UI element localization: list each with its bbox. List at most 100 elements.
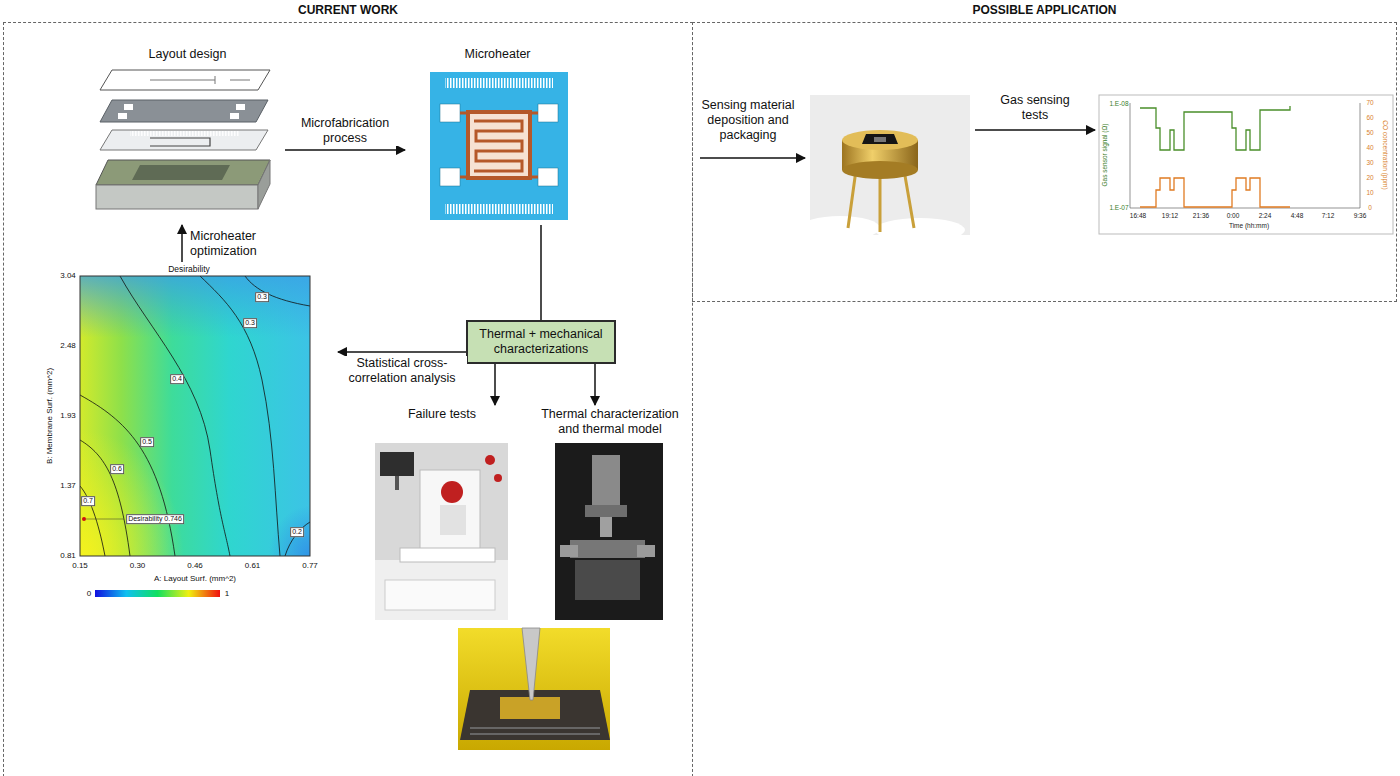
panel-heading: POSSIBLE APPLICATION (693, 3, 1396, 17)
arrow-label: Microheater optimization (190, 229, 280, 259)
contour-plot-part (86, 519, 124, 520)
thermal-setup-photo-part (592, 455, 620, 510)
application-panel: POSSIBLE APPLICATION (692, 22, 1397, 302)
process-arrow-part (975, 129, 1095, 131)
axis-tick: 0 (1368, 204, 1372, 211)
node-label: Thermal characterization and thermal mod… (530, 407, 690, 437)
layout-exploded-view-part (96, 185, 258, 209)
contour-plot-panel: Desirability (40, 262, 338, 605)
packaged-sensor-photo-part (874, 137, 886, 142)
microheater-chip-part (474, 121, 522, 171)
arrow-label: Microfabrication process (288, 116, 403, 146)
packaged-sensor-photo-part (842, 130, 918, 150)
thermal-setup-photo-part (600, 517, 612, 537)
probe-photo (458, 628, 610, 750)
axis-tick: 0.61 (245, 561, 261, 570)
probe-photo-part (470, 728, 600, 734)
probe-photo-part (458, 628, 610, 750)
axis-tick: 20 (1366, 174, 1373, 181)
axis-tick: 2:24 (1259, 212, 1272, 219)
axis-tick: 21:36 (1193, 212, 1209, 219)
gas-sensing-chart-part (1140, 106, 1290, 150)
microheater-chip-part (468, 112, 530, 178)
contour-plot-part (285, 522, 310, 556)
axis-tick: 16:48 (1130, 212, 1146, 219)
contour-plot-part (80, 276, 310, 556)
gas-sensing-chart (1099, 95, 1393, 234)
flow-arrow (285, 149, 405, 151)
axis-tick: 0.15 (72, 561, 88, 570)
layout-exploded-view (96, 70, 270, 209)
axis-title: B: Membrane Surf. (mm^2) (45, 368, 54, 464)
failure-test-photo-part (385, 580, 495, 610)
contour-plot (80, 276, 310, 597)
gas-sensing-chart-part (1130, 103, 1360, 208)
axis-title: A: Layout Surf. (mm^2) (154, 574, 236, 583)
microheater-chip-part (445, 204, 553, 214)
layout-exploded-view-part (132, 165, 230, 180)
packaged-sensor-photo-part (800, 216, 880, 240)
thermal-setup-photo (555, 443, 663, 620)
layout-exploded-view-part (258, 160, 270, 209)
contour-label: 0.6 (110, 464, 124, 474)
microheater-chip-part (538, 104, 558, 122)
node-label: Desirability (40, 264, 338, 274)
microheater-chip-part (460, 113, 538, 177)
layout-exploded-view-part (100, 130, 268, 150)
panel-heading: CURRENT WORK (4, 3, 692, 17)
layout-exploded-view-part (100, 100, 268, 122)
thermal-setup-photo-part (585, 505, 627, 517)
flow-arrow (594, 364, 596, 405)
axis-tick: 9:36 (1354, 212, 1367, 219)
contour-plot-part (82, 517, 86, 521)
axis-tick: 0:00 (1227, 212, 1240, 219)
contour-plot-part (80, 276, 310, 556)
axis-tick: 60 (1366, 114, 1373, 121)
microheater-chip (430, 72, 568, 220)
layout-exploded-view-part (236, 104, 245, 110)
failure-test-photo-part (380, 452, 414, 476)
packaged-sensor-photo (800, 95, 970, 242)
packaged-sensor-photo-part (848, 170, 914, 232)
packaged-sensor-photo-part (862, 134, 898, 144)
layout-exploded-view-part (124, 104, 133, 110)
image-panel: Failure tests (372, 405, 512, 622)
contour-plot-part (80, 276, 310, 556)
axis-tick: 0.46 (187, 561, 203, 570)
axis-tick: 50 (1366, 129, 1373, 136)
axis-tick: 1.E-08 (1109, 100, 1128, 107)
failure-test-photo (375, 443, 508, 620)
colorbar-label: 1 (225, 589, 229, 598)
thermal-setup-photo-part (560, 545, 578, 557)
packaged-sensor-photo-part (842, 161, 918, 179)
thermal-setup-photo-part (570, 540, 645, 558)
node-label: Failure tests (372, 407, 512, 422)
thermal-setup-photo-part (637, 545, 655, 557)
axis-tick: 2.48 (60, 341, 76, 350)
image-panel: Layout design (90, 45, 285, 225)
microheater-chip-part (440, 168, 460, 186)
process-box: Thermal + mechanical characterizations (466, 320, 616, 364)
process-arrow-part (700, 157, 805, 159)
arrow-label: Statistical cross-correlation analysis (337, 356, 467, 386)
packaged-sensor-photo-part (810, 95, 970, 235)
gas-sensing-chart-part (1140, 178, 1290, 207)
contour-label: 0.5 (140, 437, 154, 447)
arrow-label: Gas sensing tests (995, 93, 1075, 123)
microheater-chip-part (430, 72, 568, 220)
arrow-label: Sensing material deposition and packagin… (698, 98, 798, 143)
axis-tick: 10 (1366, 189, 1373, 196)
contour-plot-part (80, 395, 175, 556)
axis-tick: 4:48 (1291, 212, 1304, 219)
contour-plot-part (95, 590, 220, 597)
layout-exploded-view-part (118, 113, 127, 119)
axis-title: CO concentration (ppm) (1381, 120, 1388, 189)
thermal-setup-photo-part (555, 443, 663, 620)
contour-label: 0.3 (255, 292, 269, 302)
axis-tick: 0.81 (60, 551, 76, 560)
failure-test-photo-part (494, 474, 502, 482)
failure-test-photo-part (395, 476, 399, 490)
